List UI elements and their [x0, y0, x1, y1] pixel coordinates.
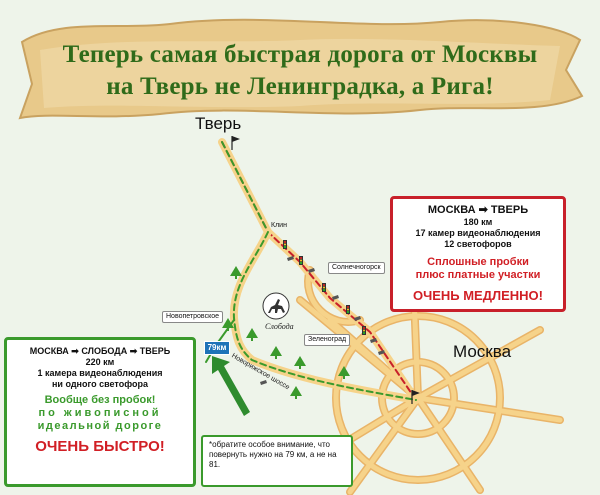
slow-route-title: МОСКВА ➡ ТВЕРЬ: [427, 204, 529, 216]
traffic-light-icon: [283, 240, 287, 249]
camera-icon: [287, 256, 294, 261]
turn-footnote: *обратите особое внимание, что повернуть…: [201, 435, 353, 487]
fast-route-title: МОСКВА ➡ СЛОБОДА ➡ ТВЕРЬ: [29, 346, 171, 356]
route-leningradka: [218, 138, 420, 404]
camera-icon: [332, 295, 339, 300]
slow-route-lights: 12 светофоров: [444, 239, 512, 249]
tree-icon: [230, 266, 242, 279]
trees: [222, 266, 350, 399]
traffic-light-icon: [362, 326, 366, 335]
slow-route-warning-2: плюс платные участки: [415, 269, 541, 281]
sloboda-label: Слобода: [265, 322, 294, 331]
town-label-novopetrovskoe: Новопетровское: [162, 311, 223, 323]
banner-title-line1: Теперь самая быстрая дорога от Москвы: [62, 41, 538, 68]
tree-icon: [246, 328, 258, 341]
km-sign: 79км: [204, 341, 230, 355]
fast-route-lights: ни одного светофора: [52, 379, 148, 389]
slow-route-box: МОСКВА ➡ ТВЕРЬ 180 км 17 камер видеонабл…: [390, 196, 566, 312]
fast-route-box: МОСКВА ➡ СЛОБОДА ➡ ТВЕРЬ 220 км 1 камера…: [4, 337, 196, 487]
tree-icon: [338, 366, 350, 379]
turn-arrow-icon: [212, 356, 250, 416]
cameras: [260, 256, 385, 385]
traffic-light-icon: [322, 283, 326, 292]
camera-icon: [370, 338, 377, 343]
slow-route-distance: 180 км: [463, 217, 493, 227]
camera-icon: [308, 268, 315, 273]
flag-icon-moskva: [411, 390, 420, 404]
town-label-zelenograd: Зеленоград: [304, 334, 351, 346]
city-label-moskva: Москва: [453, 342, 512, 361]
flag-icon-tver: [231, 136, 240, 150]
scroll-banner: [18, 18, 584, 120]
fast-route-cameras: 1 камера видеонаблюдения: [37, 368, 163, 378]
banner-title-line2: на Тверь не Ленинградка, а Рига!: [106, 73, 494, 100]
city-label-tver: Тверь: [195, 114, 242, 133]
slow-route-verdict: ОЧЕНЬ МЕДЛЕННО!: [412, 288, 544, 303]
town-label-klin: Клин: [271, 222, 287, 229]
traffic-lights: [283, 240, 366, 335]
traffic-light-icon: [299, 256, 303, 265]
fast-route-verdict: ОЧЕНЬ БЫСТРО!: [35, 438, 165, 455]
traffic-light-icon: [346, 305, 350, 314]
camera-icon: [260, 380, 267, 385]
tree-icon: [294, 356, 306, 369]
camera-icon: [354, 316, 361, 321]
slow-route-cameras: 17 камер видеонаблюдения: [415, 228, 541, 238]
fast-route-good-2: по живописной: [38, 407, 162, 419]
tree-icon: [222, 318, 234, 331]
slow-route-warning-1: Сплошные пробки: [427, 256, 529, 268]
town-label-solnechnogorsk: Солнечногорск: [328, 262, 385, 274]
tree-icon: [270, 346, 282, 359]
fast-route-good-3: идеальной дороге: [37, 420, 163, 432]
fast-route-distance: 220 км: [85, 357, 115, 367]
sloboda-emblem-icon: [262, 292, 290, 320]
tree-icon: [290, 386, 302, 399]
camera-icon: [378, 350, 385, 355]
fast-route-good-1: Вообще без пробок!: [44, 394, 156, 406]
